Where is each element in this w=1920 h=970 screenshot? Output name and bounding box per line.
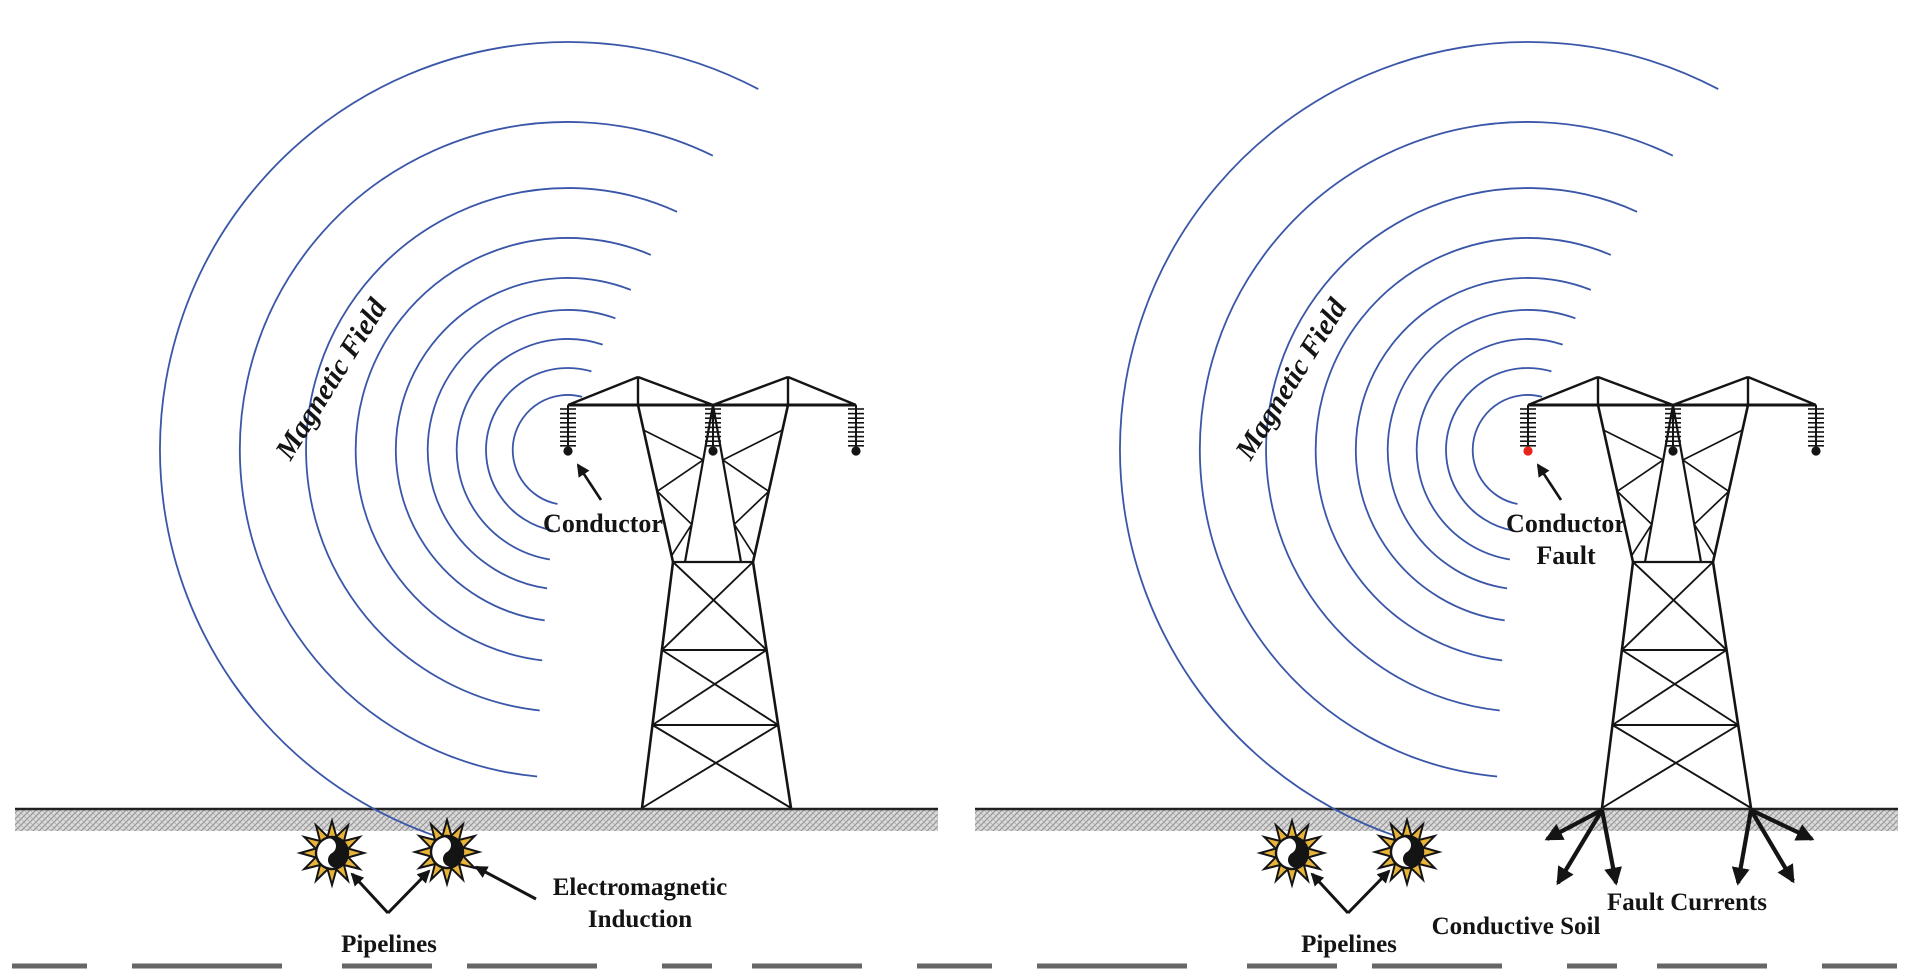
insulator-string: [1665, 405, 1681, 447]
pipeline-symbol: [1256, 817, 1328, 889]
pipelines-label: Pipelines: [1301, 931, 1397, 958]
electromagnetic-induction-label-line2: Induction: [588, 906, 692, 933]
magnetic-field-arcs: [159, 41, 759, 838]
conductor-fault-dot: [1523, 446, 1533, 456]
insulator-string: [848, 405, 864, 447]
pipeline-core: [429, 834, 465, 870]
insulator-string: [705, 405, 721, 447]
electromagnetic-induction-arrow: [474, 865, 537, 901]
conductor-dot: [1811, 446, 1821, 456]
right-diagram-shapes: [975, 41, 1898, 915]
right-diagram-panel: Magnetic Field Conductor Fault Pipelines…: [975, 41, 1898, 958]
conductor-dot: [708, 446, 718, 456]
pipeline-core: [1389, 834, 1425, 870]
fault-currents-label: Fault Currents: [1607, 889, 1767, 916]
conductor-fault-label-line1: Conductor: [1506, 509, 1626, 538]
conductor-dot: [563, 446, 573, 456]
insulator-string: [1808, 405, 1824, 447]
magnetic-field-arcs: [1119, 41, 1719, 838]
fault-current-arrows: [1544, 808, 1815, 886]
conductive-soil-label: Conductive Soil: [1432, 913, 1601, 940]
conductor-arrow: [1536, 463, 1563, 501]
ground-band: [15, 807, 938, 831]
left-diagram-panel: Magnetic Field Conductor Pipelines Elect…: [15, 41, 938, 958]
insulator-string: [560, 405, 576, 447]
ground-band: [975, 807, 1898, 831]
pipeline-symbol: [296, 817, 368, 889]
conductor-dot: [1668, 446, 1678, 456]
pipelines-arrows: [350, 869, 431, 915]
magnetic-field-label: Magnetic Field: [1229, 293, 1354, 466]
pipelines-arrows: [1310, 869, 1391, 915]
electromagnetic-induction-label-line1: Electromagnetic: [553, 874, 727, 901]
insulator-string: [1520, 405, 1536, 447]
conductor-dot: [851, 446, 861, 456]
conductor-arrow: [576, 463, 603, 501]
conductor-label: Conductor: [543, 509, 663, 538]
transmission-tower: [567, 375, 857, 809]
pipelines-label: Pipelines: [341, 931, 437, 958]
magnetic-field-label: Magnetic Field: [269, 293, 394, 466]
pipeline-symbol: [411, 816, 483, 888]
pipeline-symbol: [1371, 816, 1443, 888]
left-diagram-shapes: [15, 41, 938, 915]
conductor-fault-label-line2: Fault: [1536, 541, 1596, 570]
pipeline-core: [314, 835, 350, 871]
pipeline-core: [1274, 835, 1310, 871]
